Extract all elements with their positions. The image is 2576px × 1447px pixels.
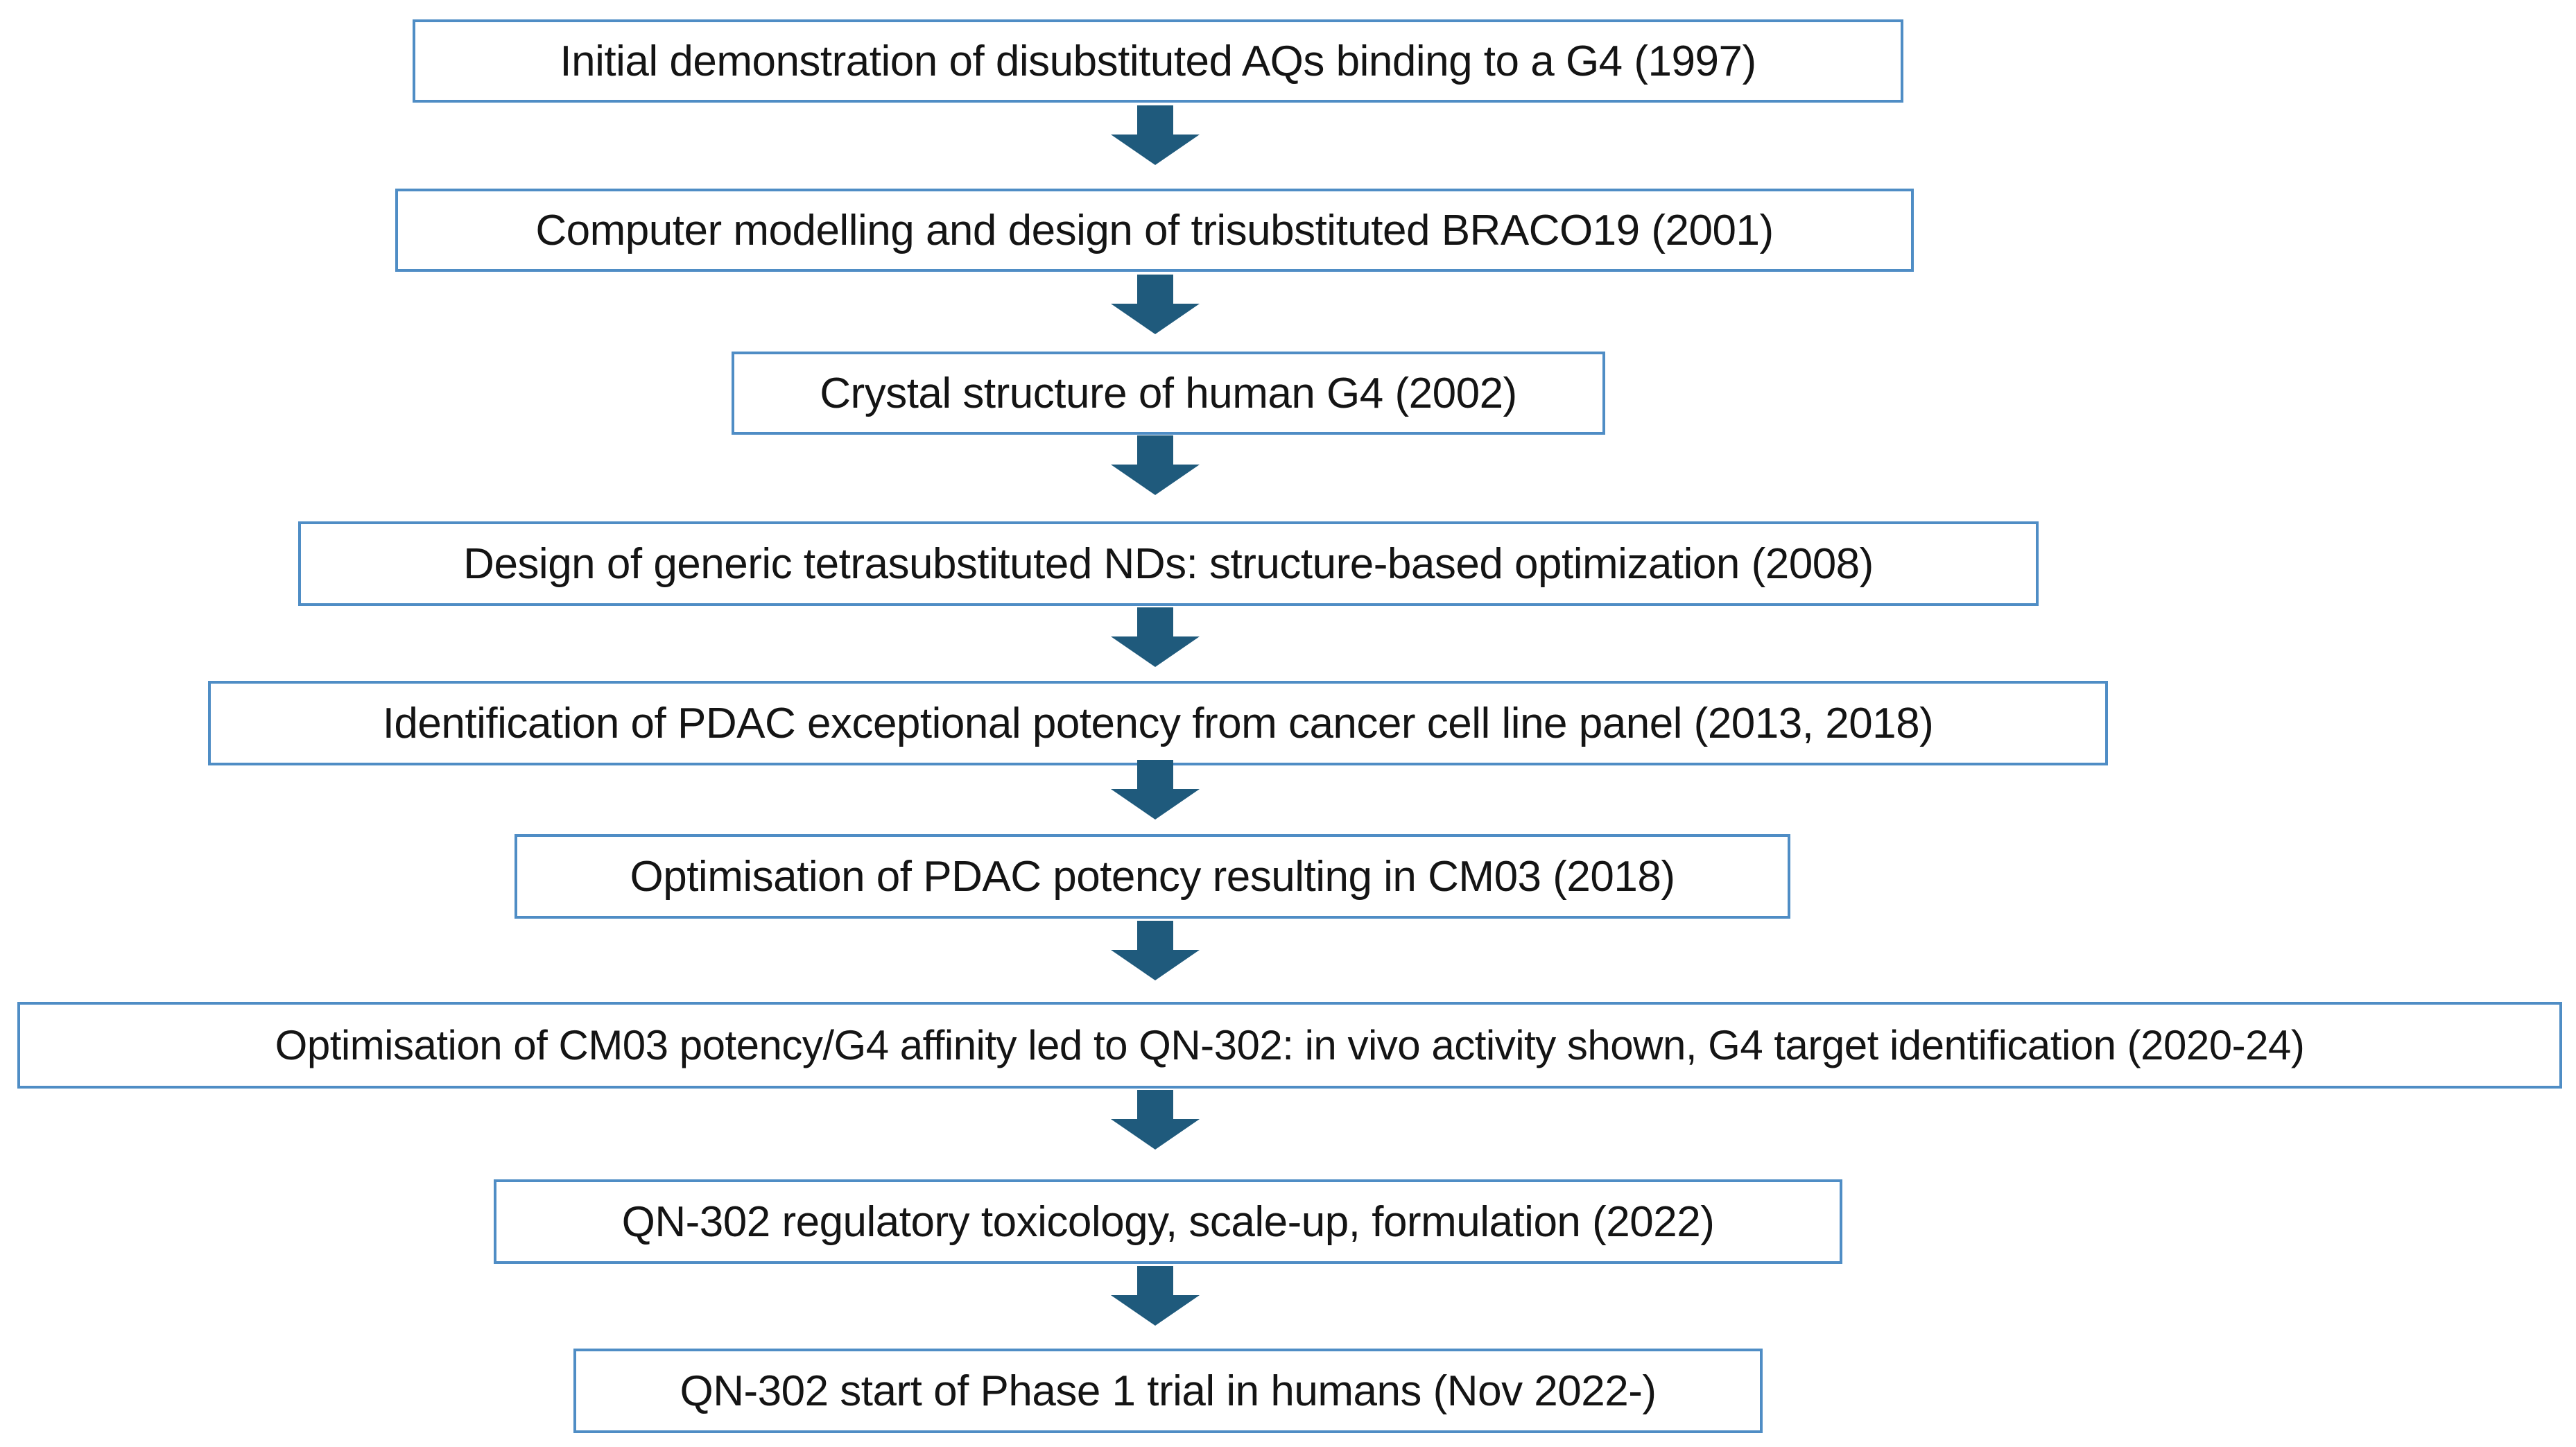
step-box-2: Computer modelling and design of trisubs… [395,189,1914,272]
step-label-8: QN-302 regulatory toxicology, scale-up, … [621,1197,1715,1246]
step-box-4: Design of generic tetrasubstituted NDs: … [298,521,2039,606]
step-label-7: Optimisation of CM03 potency/G4 affinity… [275,1022,2305,1068]
step-box-8: QN-302 regulatory toxicology, scale-up, … [494,1179,1842,1264]
step-box-6: Optimisation of PDAC potency resulting i… [515,834,1790,919]
step-label-5: Identification of PDAC exceptional poten… [382,699,1934,747]
step-label-4: Design of generic tetrasubstituted NDs: … [463,539,1874,588]
step-box-7: Optimisation of CM03 potency/G4 affinity… [17,1002,2562,1089]
step-label-2: Computer modelling and design of trisubs… [535,206,1774,254]
step-box-3: Crystal structure of human G4 (2002) [732,352,1605,435]
step-label-3: Crystal structure of human G4 (2002) [820,369,1517,417]
step-box-5: Identification of PDAC exceptional poten… [208,681,2108,765]
down-arrow-icon-6 [1109,921,1201,982]
step-box-9: QN-302 start of Phase 1 trial in humans … [573,1349,1763,1433]
step-label-6: Optimisation of PDAC potency resulting i… [630,852,1675,901]
down-arrow-icon-4 [1109,607,1201,668]
down-arrow-icon-2 [1109,275,1201,336]
down-arrow-icon-3 [1109,435,1201,496]
down-arrow-icon-5 [1109,760,1201,821]
step-label-9: QN-302 start of Phase 1 trial in humans … [680,1367,1657,1415]
down-arrow-icon-8 [1109,1266,1201,1327]
step-box-1: Initial demonstration of disubstituted A… [413,19,1903,103]
down-arrow-icon-7 [1109,1090,1201,1151]
down-arrow-icon-1 [1109,105,1201,166]
step-label-1: Initial demonstration of disubstituted A… [560,37,1756,85]
